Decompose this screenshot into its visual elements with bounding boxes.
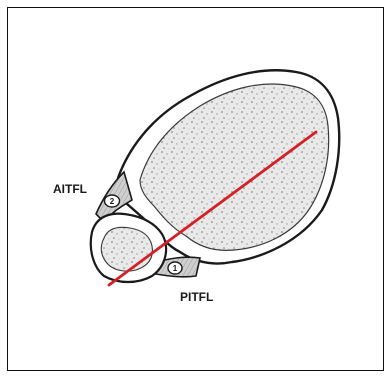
marker-2: 2 bbox=[105, 195, 120, 207]
fibula-cancellous-bone bbox=[101, 227, 152, 271]
marker-2-label: 2 bbox=[110, 197, 115, 206]
marker-1-label: 1 bbox=[173, 264, 178, 273]
aitfl-label: AITFL bbox=[53, 182, 87, 196]
marker-1: 1 bbox=[168, 262, 182, 274]
pitfl-label: PITFL bbox=[180, 290, 213, 304]
